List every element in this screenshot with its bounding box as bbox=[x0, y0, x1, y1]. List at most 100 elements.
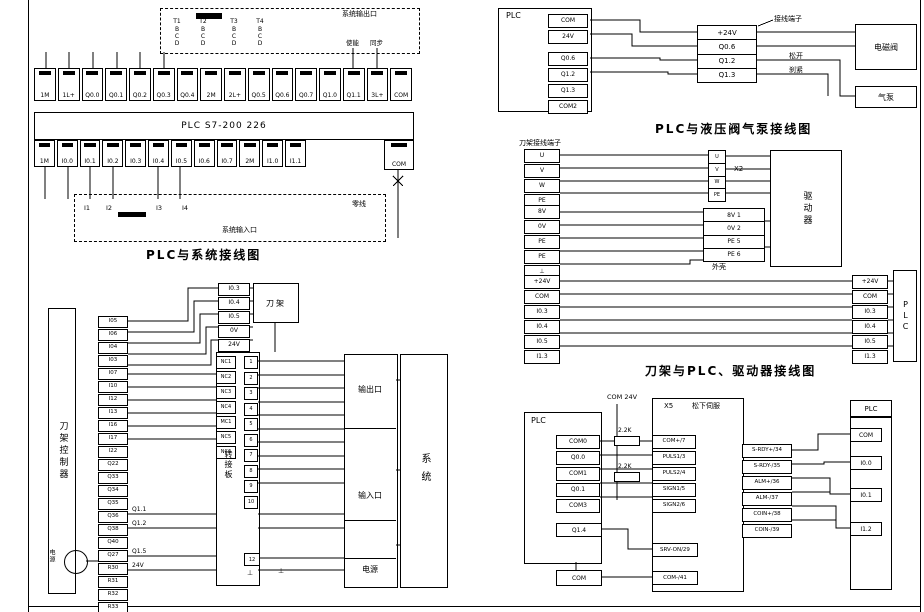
pin-cell: I16 bbox=[98, 420, 128, 432]
pin-cell: Q34 bbox=[98, 485, 128, 497]
br-plc-right-box bbox=[850, 416, 892, 590]
pin-cell: I06 bbox=[98, 329, 128, 341]
com-label: COM bbox=[391, 161, 407, 168]
plc-terminal-cell: I1.3 bbox=[852, 350, 888, 364]
plc-input-label: I0.1 bbox=[860, 491, 872, 499]
plc-terminal-cell: COM bbox=[524, 290, 560, 304]
adapter-cell: 1 bbox=[244, 356, 258, 369]
tr-title: PLC与液压阀气泵接线图 bbox=[655, 122, 813, 136]
input-port-label: 输入口 bbox=[358, 491, 382, 500]
pin-cell: Q27 bbox=[98, 550, 128, 562]
terminal-cell: Q0.3 bbox=[152, 68, 175, 101]
srv-on-label: SRV-ON/29 bbox=[660, 547, 690, 553]
toolpost-terminal-label: 刀架接线端子 bbox=[519, 139, 561, 147]
adapter-cell: 9 bbox=[244, 480, 258, 493]
pin-cell: I03 bbox=[98, 355, 128, 367]
servo-pin-cell: SIGN2/6 bbox=[652, 499, 696, 513]
terminal-cell: Q1.0 bbox=[319, 68, 341, 101]
tl-wires bbox=[44, 48, 404, 238]
terminal-cell: I0.5 bbox=[170, 140, 192, 167]
x5-label: X5 bbox=[664, 402, 674, 410]
pump-label: 气泵 bbox=[878, 92, 894, 102]
cable-mark bbox=[196, 13, 222, 19]
resistor-label: 2.2K bbox=[618, 427, 632, 434]
pin-label: B bbox=[257, 26, 263, 33]
pin-cell: Q22 bbox=[98, 459, 128, 471]
terminal-row: PE 6 bbox=[727, 251, 741, 259]
adapter-cell: 7 bbox=[244, 449, 258, 462]
tr-plc-box bbox=[498, 8, 592, 112]
terminal-block-label: 接线端子 bbox=[774, 15, 802, 23]
terminal-cell: I1.1 bbox=[285, 140, 306, 167]
pin-cell: I17 bbox=[98, 433, 128, 445]
servo-pin-cell: S-RDY+/34 bbox=[742, 444, 792, 458]
pin-cell: Q36 bbox=[98, 511, 128, 523]
pin-label: D bbox=[200, 40, 206, 47]
system-input-label: 系统输入口 bbox=[222, 226, 257, 234]
adapter-cell: 4 bbox=[244, 402, 258, 416]
cable-mark bbox=[118, 212, 146, 217]
wire-label: Q1.5 bbox=[132, 548, 147, 555]
pin-label: C bbox=[231, 33, 237, 40]
adapter-board-box bbox=[216, 352, 260, 586]
plc-terminal-cell: COM bbox=[548, 14, 588, 28]
wire-label: Q1.2 bbox=[132, 520, 147, 527]
adapter-cell: 2 bbox=[244, 371, 258, 385]
wire-label: Q1.1 bbox=[132, 506, 147, 513]
servo-label: 松下伺服 bbox=[692, 402, 720, 410]
terminal-row: Q1.2 bbox=[698, 55, 756, 69]
connector-pin: PE bbox=[713, 192, 721, 199]
terminal-cell: I0.0 bbox=[56, 140, 78, 167]
plc-terminal-cell: +24V bbox=[524, 275, 560, 289]
terminal-cell: 1M bbox=[34, 68, 56, 101]
tail-cell-label: 12 bbox=[248, 556, 256, 563]
pin-cell: R30 bbox=[98, 563, 128, 575]
terminal-cell: I1.0 bbox=[262, 140, 284, 167]
servo-pin-cell: S-RDY-/35 bbox=[742, 460, 792, 474]
plc-terminal-cell: COM0 bbox=[556, 435, 600, 449]
terminal-cell: 24V bbox=[218, 339, 250, 352]
solenoid-valve-box: 电磁阀 bbox=[855, 24, 917, 70]
adapter-cell: NC3 bbox=[216, 386, 236, 399]
plc-terminal-cell: I0.3 bbox=[524, 305, 560, 319]
toolpost-box: 刀架 bbox=[253, 283, 299, 323]
plc-terminal-cell: 24V bbox=[548, 30, 588, 44]
terminal-cell: Q0.0 bbox=[81, 68, 104, 101]
q14-label: Q1.4 bbox=[571, 526, 587, 534]
psu-label: 电源 bbox=[48, 549, 55, 563]
plc-terminal-cell: Q1.2 bbox=[548, 68, 588, 82]
pin-cell: Q33 bbox=[98, 472, 128, 484]
pin-cell: R33 bbox=[98, 602, 128, 612]
plc-terminal-cell: I0.3 bbox=[852, 305, 888, 319]
frame-line-right bbox=[920, 0, 921, 612]
mr-wires bbox=[560, 154, 893, 347]
plc-input-cell: I0.1 bbox=[850, 488, 882, 502]
plc-terminal-cell: COM bbox=[852, 290, 888, 304]
release-label: 松开 bbox=[789, 52, 803, 60]
toolpost-label: 刀架 bbox=[266, 298, 286, 308]
br-plc-right-title: PLC bbox=[850, 400, 892, 418]
servo-pin-cell: COIN+/38 bbox=[742, 508, 792, 522]
mr-plc-label: PLC bbox=[901, 299, 910, 333]
terminal-cell: PE bbox=[524, 250, 560, 264]
terminal-cell: I0.3 bbox=[125, 140, 147, 167]
pin-cell: R31 bbox=[98, 576, 128, 588]
pin-cell: I22 bbox=[98, 446, 128, 458]
plc-input-cell: COM bbox=[850, 428, 882, 442]
system-input-box bbox=[74, 194, 386, 242]
pin-cell: I07 bbox=[98, 368, 128, 380]
plc-terminal-cell: COM1 bbox=[556, 467, 600, 481]
plc-module: PLC S7-200 226 bbox=[34, 112, 414, 140]
pin-cell: I10 bbox=[98, 381, 128, 393]
servo-pin-cell: SIGN1/5 bbox=[652, 483, 696, 497]
pin-cell: I12 bbox=[98, 394, 128, 406]
